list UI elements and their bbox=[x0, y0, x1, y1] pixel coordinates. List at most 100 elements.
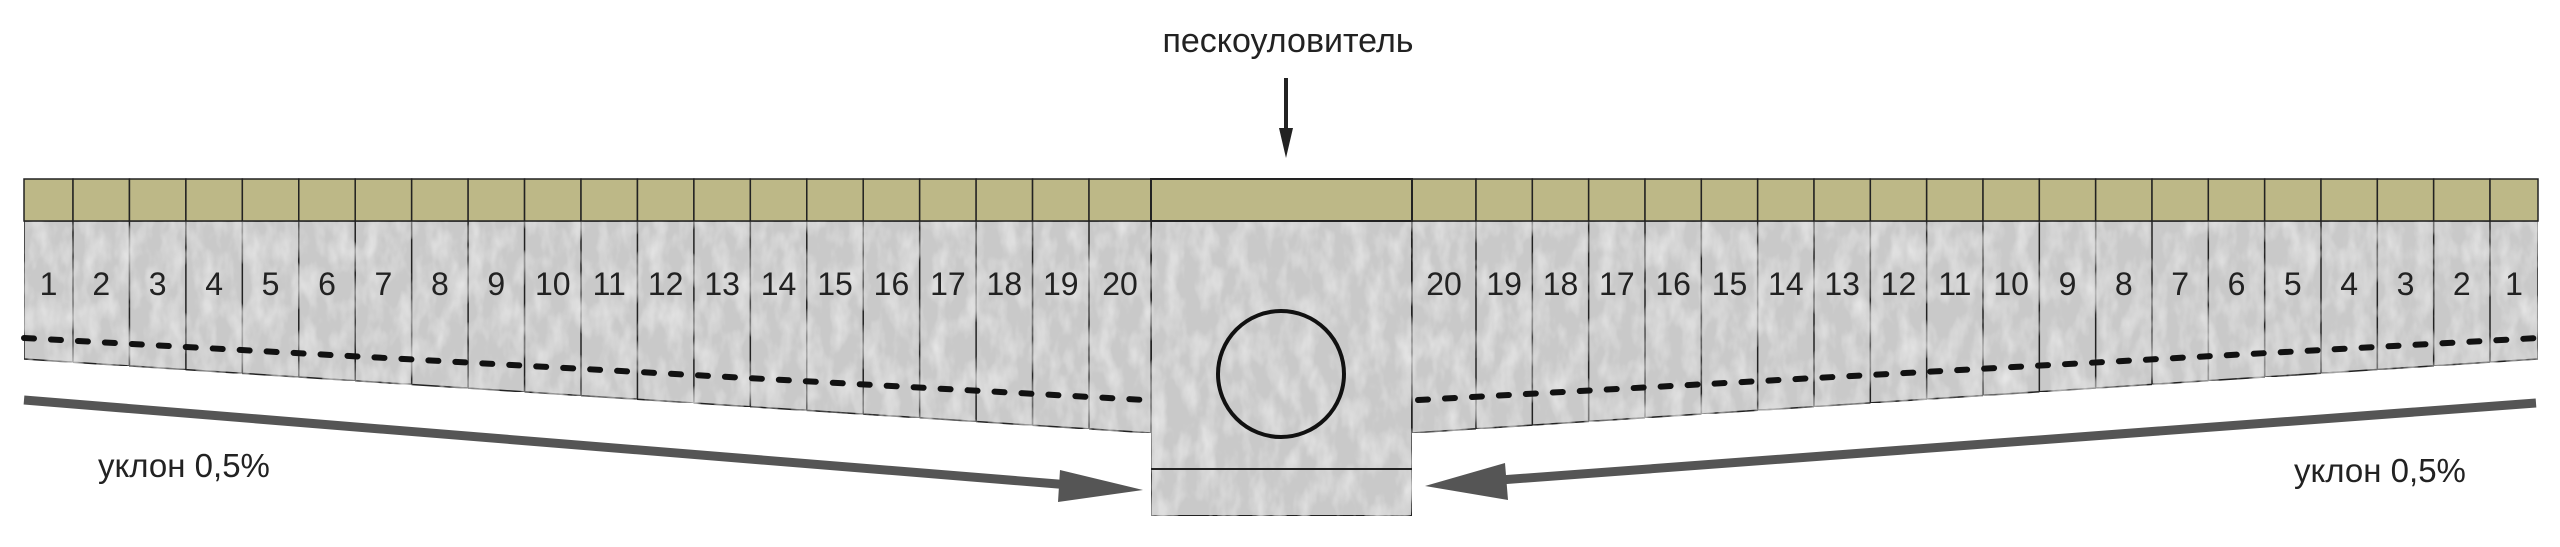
channel-body bbox=[636, 220, 695, 404]
channel-number: 15 bbox=[1712, 266, 1748, 302]
channel-grating bbox=[2094, 178, 2153, 222]
channel-number: 13 bbox=[704, 266, 740, 302]
channel-grating bbox=[1925, 178, 1984, 222]
channel-segment: 7 bbox=[354, 178, 413, 386]
channel-grating bbox=[185, 178, 244, 222]
channel-segment: 12 bbox=[1869, 178, 1928, 404]
channel-segment: 9 bbox=[2038, 178, 2097, 393]
channel-number: 10 bbox=[535, 266, 571, 302]
channel-grating bbox=[298, 178, 356, 222]
channel-segment: 12 bbox=[636, 178, 695, 404]
channel-segment: 16 bbox=[862, 178, 921, 419]
channel-grating bbox=[410, 178, 469, 222]
channel-segment: 20 bbox=[1411, 178, 1477, 434]
channel-number: 6 bbox=[318, 266, 336, 302]
channel-number: 8 bbox=[2115, 266, 2133, 302]
channel-number: 3 bbox=[149, 266, 167, 302]
dashed-flow-line bbox=[21, 335, 1148, 403]
channel-grating bbox=[72, 178, 131, 222]
channel-segment: 1 bbox=[23, 178, 74, 364]
channel-segment: 3 bbox=[2376, 178, 2435, 371]
channel-number: 7 bbox=[2171, 266, 2189, 302]
channel-number: 18 bbox=[987, 266, 1023, 302]
channel-segment: 10 bbox=[523, 178, 582, 397]
channel-segment: 15 bbox=[1700, 178, 1759, 415]
channel-segment: 5 bbox=[2263, 178, 2322, 378]
channel-grating bbox=[806, 178, 864, 222]
channel-grating bbox=[749, 178, 808, 222]
channel-segment: 8 bbox=[2094, 178, 2153, 389]
channel-segment: 6 bbox=[298, 178, 356, 382]
channel-grating bbox=[2038, 178, 2097, 222]
channel-grating bbox=[918, 178, 977, 222]
sand-trap-label: пескоуловитель bbox=[1162, 22, 1413, 60]
channel-grating bbox=[1587, 178, 1646, 222]
channel-segment: 18 bbox=[975, 178, 1034, 427]
channel-grating bbox=[1756, 178, 1815, 222]
channel-grating bbox=[23, 178, 74, 222]
sand-trap-grating bbox=[1150, 178, 1413, 222]
channel-segment: 13 bbox=[693, 178, 752, 408]
channel-grating bbox=[1475, 178, 1534, 222]
channel-segment: 2 bbox=[72, 178, 131, 367]
channel-number: 17 bbox=[930, 266, 966, 302]
outlet-pipe-circle bbox=[1216, 309, 1346, 439]
channel-grating bbox=[2376, 178, 2435, 222]
channel-number: 1 bbox=[2505, 266, 2523, 302]
channel-segment: 7 bbox=[2151, 178, 2210, 386]
channel-number: 17 bbox=[1599, 266, 1635, 302]
channel-grating bbox=[580, 178, 639, 222]
channel-segment: 11 bbox=[580, 178, 639, 401]
channel-grating bbox=[1411, 178, 1477, 222]
right-slope-label: уклон 0,5% bbox=[2294, 452, 2466, 489]
channel-number: 5 bbox=[2284, 266, 2302, 302]
left-slope-arrow-icon bbox=[23, 395, 1143, 502]
channel-number: 1 bbox=[40, 266, 58, 302]
channel-number: 19 bbox=[1043, 266, 1079, 302]
channel-segment: 9 bbox=[467, 178, 526, 393]
channel-number: 11 bbox=[1938, 266, 1971, 302]
channel-segment: 14 bbox=[749, 178, 808, 412]
channel-grating bbox=[2489, 178, 2539, 222]
channel-number: 2 bbox=[92, 266, 110, 302]
channel-grating bbox=[128, 178, 187, 222]
channel-segment: 19 bbox=[1475, 178, 1534, 430]
channel-grating bbox=[1982, 178, 2041, 222]
channel-body bbox=[693, 220, 752, 408]
channel-grating bbox=[693, 178, 752, 222]
channel-grating bbox=[1644, 178, 1703, 222]
channel-grating bbox=[2207, 178, 2266, 222]
channel-segment: 18 bbox=[1531, 178, 1590, 426]
channel-number: 13 bbox=[1824, 266, 1860, 302]
channel-number: 12 bbox=[1881, 266, 1917, 302]
channel-number: 9 bbox=[2059, 266, 2077, 302]
channel-number: 5 bbox=[262, 266, 280, 302]
channel-number: 2 bbox=[2453, 266, 2471, 302]
channel-segment: 14 bbox=[1756, 178, 1815, 412]
channel-segment: 11 bbox=[1925, 178, 1984, 400]
channel-grating bbox=[1700, 178, 1759, 222]
sand-trap-body bbox=[1150, 220, 1413, 517]
channel-grating bbox=[354, 178, 413, 222]
title-arrow-down-icon bbox=[1279, 78, 1293, 158]
channel-number: 11 bbox=[593, 266, 626, 302]
channel-segment: 8 bbox=[410, 178, 469, 389]
channel-number: 4 bbox=[205, 266, 223, 302]
channel-grating bbox=[1088, 178, 1152, 222]
channel-grating bbox=[2151, 178, 2210, 222]
channel-segment: 3 bbox=[128, 178, 187, 371]
channel-number: 12 bbox=[648, 266, 684, 302]
channel-grating bbox=[636, 178, 695, 222]
channel-grating bbox=[1813, 178, 1872, 222]
channel-grating bbox=[2432, 178, 2491, 222]
channel-segment: 13 bbox=[1813, 178, 1872, 408]
channel-segment: 17 bbox=[1587, 178, 1646, 423]
channel-number: 15 bbox=[817, 266, 853, 302]
channel-number: 20 bbox=[1102, 266, 1138, 302]
channel-grating bbox=[523, 178, 582, 222]
channel-segment: 4 bbox=[185, 178, 244, 375]
